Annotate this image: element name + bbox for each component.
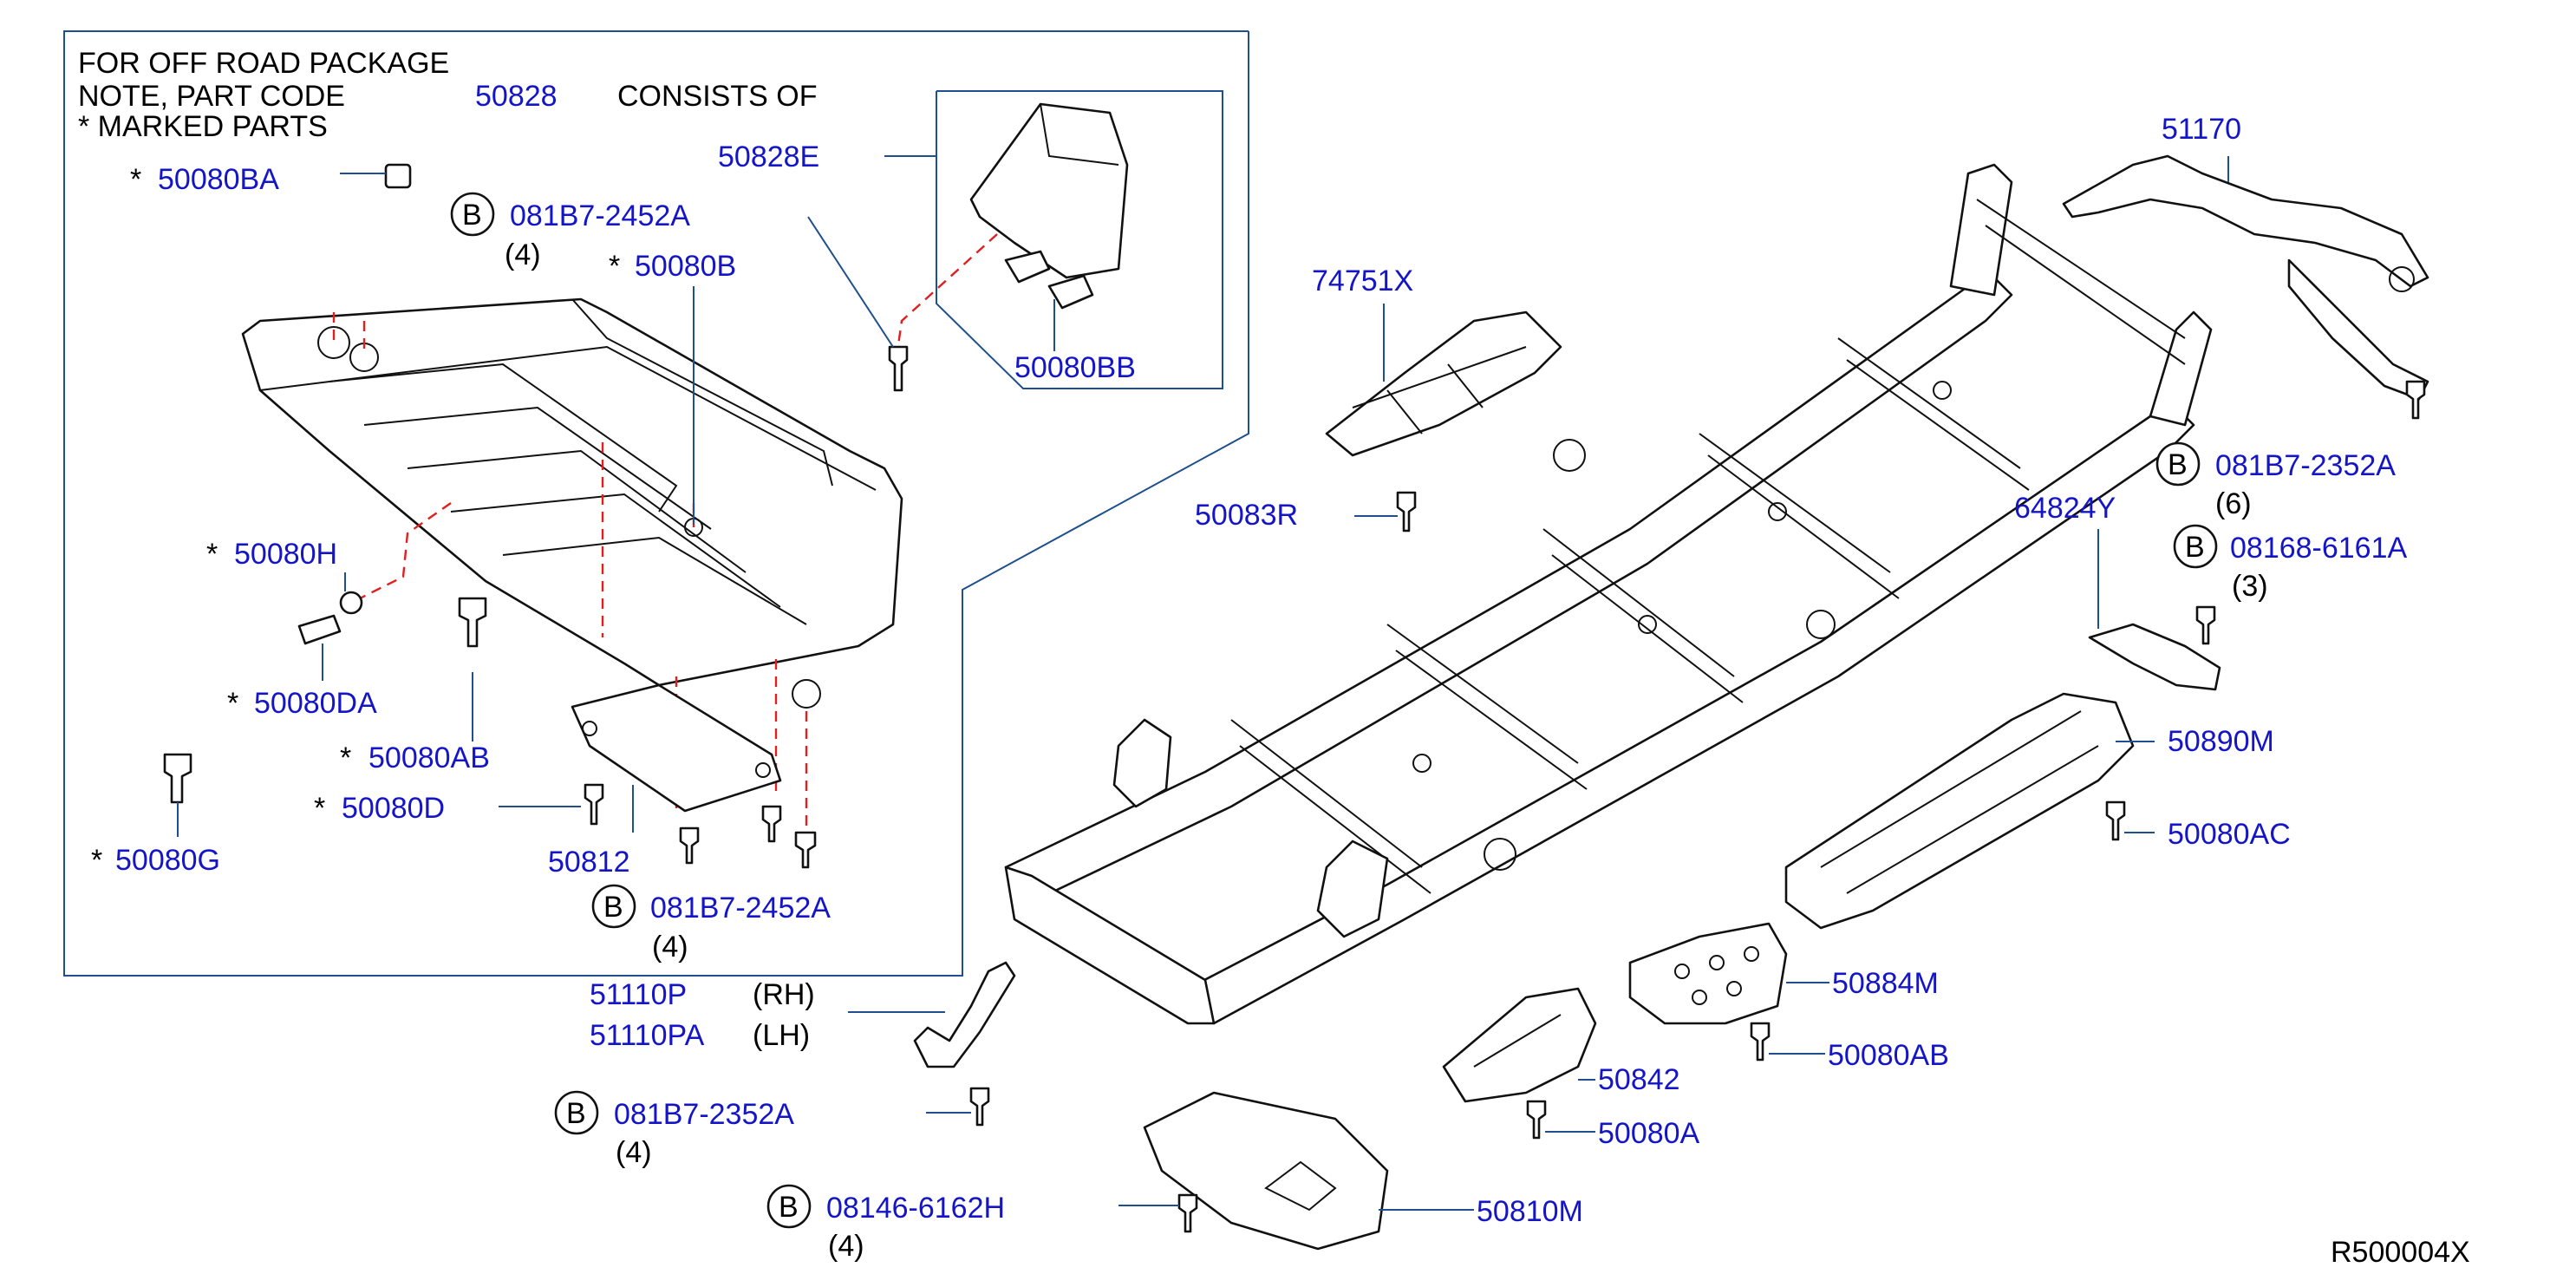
label-50884m: 50884M xyxy=(1832,967,1939,1000)
label-081b7-2352a-right: 081B7-2352A xyxy=(2215,449,2396,482)
note-line-1: FOR OFF ROAD PACKAGE xyxy=(78,47,449,80)
inset-box-border xyxy=(63,30,1249,977)
label-50080ab-inset: 50080AB xyxy=(368,741,490,774)
qty-08146-6162h: (4) xyxy=(828,1230,864,1263)
crossmember-51170-drawing xyxy=(2062,154,2429,288)
skid-plate-main-drawing xyxy=(241,297,903,709)
bolt-mark-08168-6161a: B xyxy=(2185,531,2205,564)
bolt-50080ab-drawing xyxy=(458,597,487,648)
bolt-mark-top: B xyxy=(462,199,482,232)
bolt-mark-circle-08146-6162h xyxy=(766,1184,812,1229)
bracket-50828e-drawing xyxy=(969,102,1129,279)
bolt-mark-circle-081b7-2352a-right xyxy=(2155,441,2201,487)
washer-50080h-drawing xyxy=(339,591,363,615)
label-50080da: 50080DA xyxy=(254,687,377,720)
label-50080d: 50080D xyxy=(342,792,445,825)
bolt-mark-081b7-2352a-left: B xyxy=(566,1097,586,1130)
note-line-2-suffix: CONSISTS OF xyxy=(617,80,817,113)
plate-50812-drawing xyxy=(571,683,782,813)
qty-08168-6161a: (3) xyxy=(2232,570,2268,603)
bolt-50080d-drawing xyxy=(584,783,604,826)
label-50080g: 50080G xyxy=(115,844,220,877)
label-50810m: 50810M xyxy=(1477,1195,1583,1228)
tow-hook-51110p-drawing xyxy=(913,961,1016,1068)
label-50080a: 50080A xyxy=(1598,1117,1700,1150)
label-star-50080g: * xyxy=(91,844,102,877)
frame-drawing xyxy=(1004,163,2213,1025)
label-rh: (RH) xyxy=(753,978,815,1011)
bolt-50080da-drawing xyxy=(297,614,342,645)
label-50083r: 50083R xyxy=(1195,499,1298,532)
qty-081b7-2352a-right: (6) xyxy=(2215,487,2252,520)
label-50080bb: 50080BB xyxy=(1014,351,1136,384)
bolt-mark-circle-08168-6161a xyxy=(2173,524,2218,569)
label-50890m: 50890M xyxy=(2168,725,2274,758)
label-51110p: 51110P xyxy=(590,978,687,1011)
label-51110pa: 51110PA xyxy=(590,1019,705,1052)
label-50080ba: 50080BA xyxy=(158,163,279,196)
bolt-50080g-drawing xyxy=(163,753,192,804)
label-star-50080ab-inset: * xyxy=(340,741,351,774)
bolt-mark-circle-081b7-2352a-left xyxy=(554,1090,599,1135)
note-part-code: 50828 xyxy=(475,80,558,113)
qty-081b7-2452a-bottom: (4) xyxy=(652,931,688,964)
label-50080h: 50080H xyxy=(234,538,337,571)
label-74751x: 74751X xyxy=(1312,265,1413,297)
label-50828e: 50828E xyxy=(718,140,819,173)
clip-50080ba-drawing xyxy=(384,163,412,189)
plate-50884m-drawing xyxy=(1628,922,1788,1025)
label-08168-6161a: 08168-6161A xyxy=(2230,532,2408,565)
label-star-50080h: * xyxy=(206,538,218,571)
bolt-mark-circle-inset-bottom xyxy=(591,884,636,929)
note-line-3: * MARKED PARTS xyxy=(78,110,328,143)
note-line-2-prefix: NOTE, PART CODE xyxy=(78,80,345,113)
label-08146-6162h: 08146-6162H xyxy=(826,1192,1005,1225)
heat-shield-74751x-drawing xyxy=(1325,310,1562,457)
bolt-mark-inset-bottom: B xyxy=(603,891,623,924)
label-50080b: 50080B xyxy=(635,250,736,283)
bolt-mark-08146-6162h: B xyxy=(779,1191,799,1224)
label-081b7-2452a-top: 081B7-2452A xyxy=(510,199,690,232)
label-081b7-2452a-bottom: 081B7-2452A xyxy=(650,892,831,924)
label-50080ac: 50080AC xyxy=(2168,818,2291,851)
label-star-50080b: * xyxy=(609,250,620,283)
skid-50890m-drawing xyxy=(1784,692,2135,930)
label-50812: 50812 xyxy=(548,846,630,879)
label-lh: (LH) xyxy=(753,1019,810,1052)
label-50080ab-main: 50080AB xyxy=(1828,1039,1949,1072)
bolt-mark-081b7-2352a-right: B xyxy=(2168,448,2188,481)
bolt-mark-circle-top xyxy=(450,192,495,237)
label-081b7-2352a-left: 081B7-2352A xyxy=(614,1098,794,1131)
label-star-50080d: * xyxy=(314,792,325,825)
plate-50810m-drawing xyxy=(1143,1091,1389,1251)
plate-50842-drawing xyxy=(1442,987,1597,1103)
bracket-64824y-drawing xyxy=(2088,623,2221,691)
label-51170: 51170 xyxy=(2162,113,2241,146)
label-50842: 50842 xyxy=(1598,1063,1680,1096)
bracket-inset-border xyxy=(936,90,1223,389)
label-64824y: 64824Y xyxy=(2014,492,2116,525)
diagram-code: R500004X xyxy=(2331,1236,2470,1269)
label-star-50080ba: * xyxy=(130,163,141,196)
qty-081b7-2452a-top: (4) xyxy=(505,238,541,271)
qty-081b7-2352a-left: (4) xyxy=(616,1136,652,1169)
label-star-50080da: * xyxy=(227,687,238,720)
